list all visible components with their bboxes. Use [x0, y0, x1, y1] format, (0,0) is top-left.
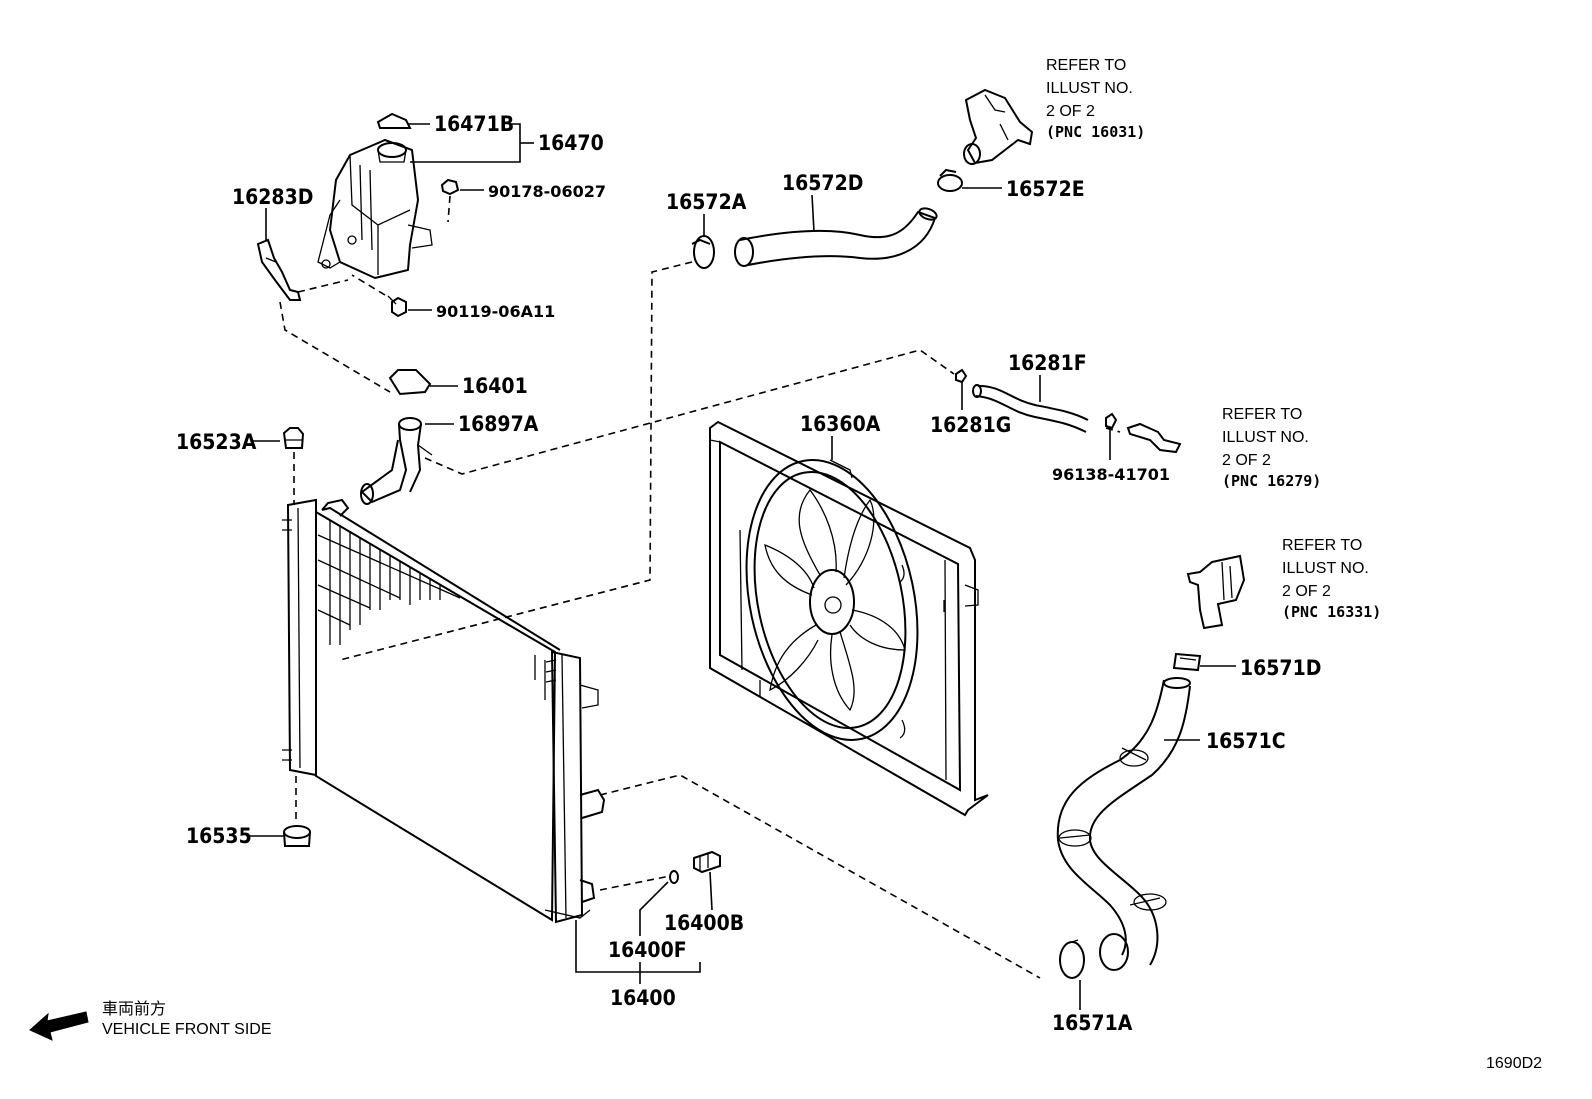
reservoir-cap	[376, 112, 412, 129]
diagram-code: 1690D2	[1486, 1055, 1542, 1072]
reservoir-tank	[317, 138, 433, 280]
refer-line: REFER TO	[1282, 537, 1362, 554]
label-90119-06A11: 90119-06A11	[436, 302, 555, 321]
label-16400: 16400	[610, 986, 676, 1010]
vehicle-front-label-en: VEHICLE FRONT SIDE	[102, 1021, 272, 1038]
label-16470: 16470	[538, 131, 604, 155]
radiator-cap-16401	[388, 369, 432, 396]
label-16471B: 16471B	[434, 112, 514, 136]
lower-hose-16571C	[1056, 677, 1191, 971]
refer-note-16031: REFER TO ILLUST NO. 2 OF 2 (PNC 16031)	[1046, 57, 1145, 141]
label-16283D: 16283D	[232, 185, 313, 209]
upper-hose-16572D	[734, 207, 938, 267]
bypass-hose-16281F	[972, 384, 1089, 433]
refer-line: REFER TO	[1222, 406, 1302, 423]
refer-line: (PNC 16031)	[1046, 123, 1145, 141]
nut-90178	[440, 178, 460, 223]
leader-lines	[248, 123, 1236, 1010]
label-16400B: 16400B	[664, 911, 744, 935]
refer-line: REFER TO	[1046, 57, 1126, 74]
label-16571D: 16571D	[1240, 656, 1321, 680]
label-16571C: 16571C	[1206, 729, 1286, 753]
bolt-90119	[351, 274, 407, 318]
label-96138-41701: 96138-41701	[1052, 465, 1170, 484]
hose-clamp-16572A	[691, 235, 715, 269]
clip-96138	[1105, 412, 1118, 430]
label-16572A: 16572A	[666, 190, 747, 214]
radiator-16400	[282, 498, 606, 924]
label-16535: 16535	[186, 824, 252, 848]
vehicle-front-indicator: 車両前方 VEHICLE FRONT SIDE	[29, 1000, 272, 1041]
refer-line: 2 OF 2	[1222, 452, 1271, 469]
clamp-16571D	[1172, 652, 1202, 672]
filler-neck-16897A	[360, 417, 433, 505]
label-90178-06027: 90178-06027	[488, 182, 606, 201]
refer-line: 2 OF 2	[1046, 103, 1095, 120]
refer-line: ILLUST NO.	[1282, 560, 1369, 577]
refer-note-16331: REFER TO ILLUST NO. 2 OF 2 (PNC 16331)	[1282, 537, 1381, 621]
refer-note-16279: REFER TO ILLUST NO. 2 OF 2 (PNC 16279)	[1222, 406, 1321, 490]
connection-lines	[279, 261, 1121, 979]
part-labels: 16471B 16470 90178-06027 16283D 90119-06…	[176, 112, 1321, 1035]
label-16572E: 16572E	[1006, 177, 1085, 201]
hose-clamp-16572E	[937, 168, 963, 192]
o-ring-16400F	[669, 870, 679, 884]
grommet-16523A	[282, 427, 305, 505]
label-16360A: 16360A	[800, 412, 881, 436]
grommet-16535	[283, 776, 311, 847]
vehicle-front-label-jp: 車両前方	[102, 1000, 166, 1018]
radiator-inlet-pipe	[321, 498, 350, 517]
label-16400F: 16400F	[608, 938, 687, 962]
front-arrow-icon	[29, 1011, 89, 1041]
refer-line: ILLUST NO.	[1222, 429, 1309, 446]
water-outlet-16031	[963, 88, 1034, 165]
clip-16281G	[955, 368, 968, 384]
bracket-16283D	[256, 238, 302, 301]
label-16523A: 16523A	[176, 430, 257, 454]
refer-line: (PNC 16331)	[1282, 603, 1381, 621]
hose-clamp-16571A	[1059, 939, 1085, 979]
label-16897A: 16897A	[458, 412, 539, 436]
refer-line: ILLUST NO.	[1046, 80, 1133, 97]
refer-line: 2 OF 2	[1282, 583, 1331, 600]
drain-cock-16400B	[693, 850, 721, 874]
fan-shroud-16360A	[709, 420, 989, 817]
label-16572D: 16572D	[782, 171, 863, 195]
pipe-16279	[1126, 422, 1182, 454]
water-inlet-16331	[1186, 554, 1246, 630]
label-16281G: 16281G	[930, 413, 1011, 437]
radiator-fins	[317, 520, 546, 700]
label-16281F: 16281F	[1008, 351, 1087, 375]
label-16571A: 16571A	[1052, 1011, 1133, 1035]
label-16401: 16401	[462, 374, 528, 398]
refer-line: (PNC 16279)	[1222, 472, 1321, 490]
